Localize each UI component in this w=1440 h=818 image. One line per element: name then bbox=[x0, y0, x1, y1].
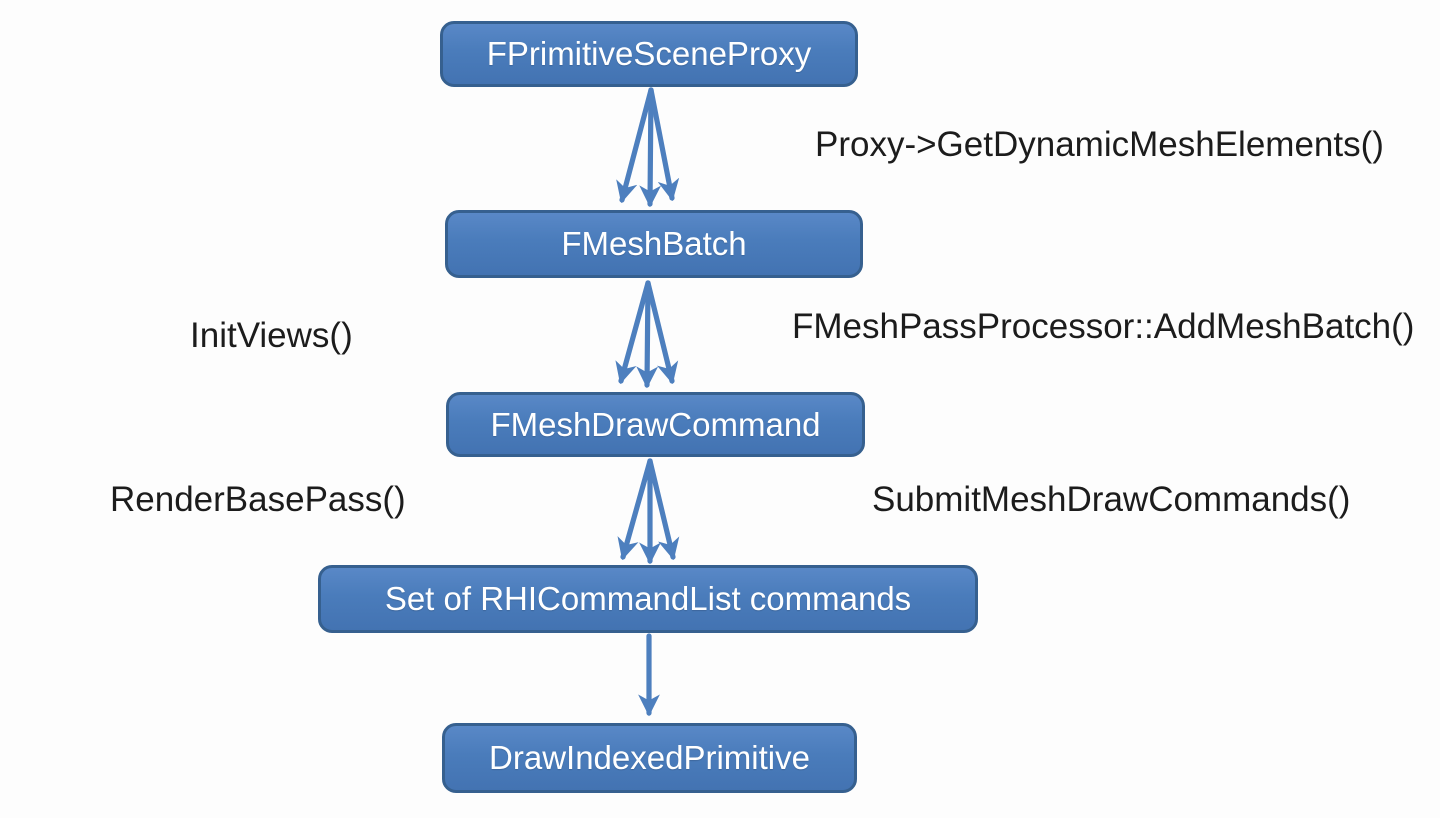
edge-label-submitmeshdrawcommands: SubmitMeshDrawCommands() bbox=[872, 480, 1351, 519]
node-fmeshdrawcommand: FMeshDrawCommand bbox=[446, 392, 865, 457]
edge-label-initviews: InitViews() bbox=[190, 316, 353, 355]
edge-label-addmeshbatch: FMeshPassProcessor::AddMeshBatch() bbox=[792, 307, 1415, 346]
fan-arrow-proxy-to-meshbatch bbox=[616, 87, 680, 208]
edge-label-renderbasepass: RenderBasePass() bbox=[110, 480, 406, 519]
node-fmeshbatch: FMeshBatch bbox=[445, 210, 863, 278]
fan-arrow-drawcommand-to-rhilist bbox=[617, 458, 680, 565]
edge-label-getdynamicmeshelements: Proxy->GetDynamicMeshElements() bbox=[815, 125, 1384, 164]
node-rhicommandlist: Set of RHICommandList commands bbox=[318, 565, 978, 633]
node-drawindexedprimitive: DrawIndexedPrimitive bbox=[442, 723, 857, 793]
node-fprimitivesceneproxy: FPrimitiveSceneProxy bbox=[440, 21, 858, 87]
fan-arrow-meshbatch-to-drawcommand bbox=[615, 280, 679, 389]
